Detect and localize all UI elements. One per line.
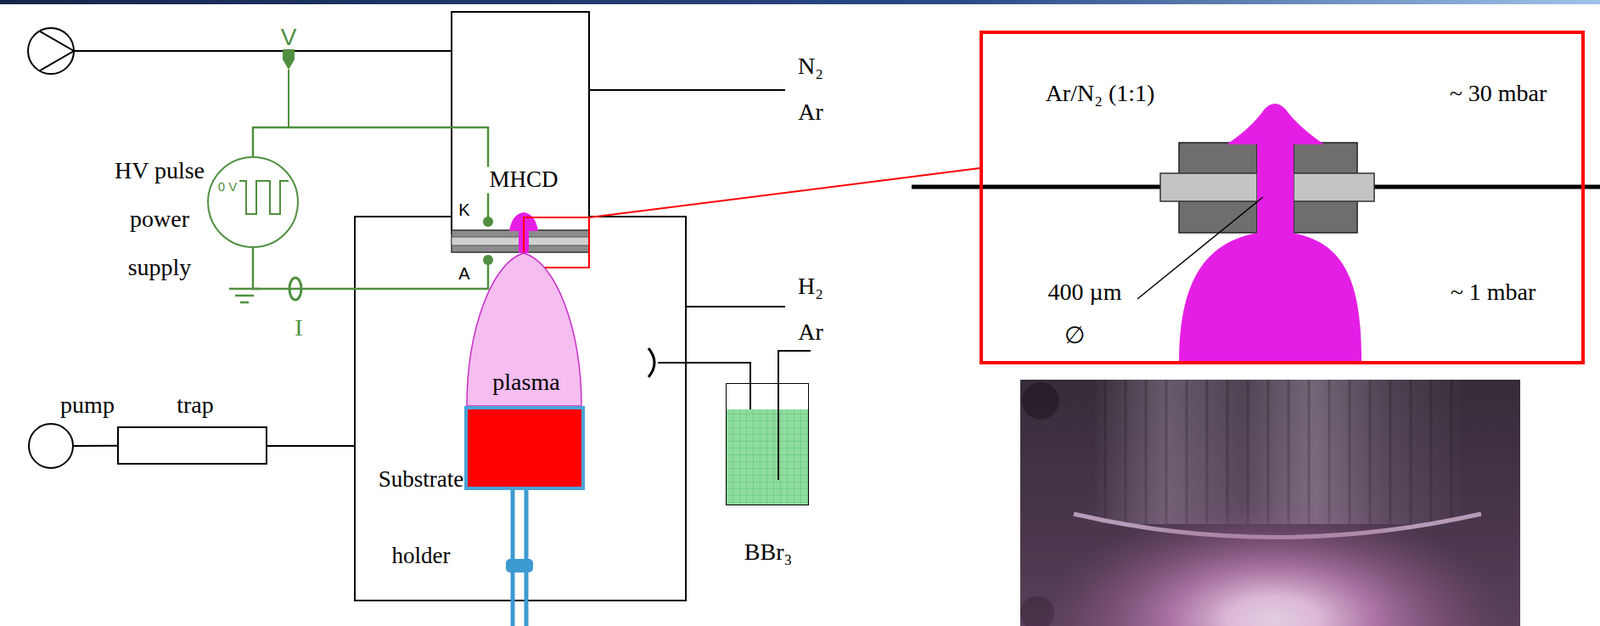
trap-box: trap bbox=[117, 426, 268, 465]
zoom-line bbox=[589, 168, 980, 218]
discharge-glow bbox=[1226, 103, 1325, 145]
probe-wire bbox=[287, 69, 290, 128]
plasma-plume bbox=[1178, 230, 1362, 363]
photo-haze bbox=[1020, 379, 1521, 626]
pump-line bbox=[267, 444, 355, 447]
gas-line bbox=[73, 50, 452, 52]
terminal-dot bbox=[482, 254, 494, 265]
chemical-label: BBr₃ bbox=[744, 538, 792, 566]
trap-label: trap bbox=[176, 391, 214, 419]
electrode bbox=[451, 230, 590, 253]
ground-symbol bbox=[229, 288, 260, 303]
pump-symbol bbox=[39, 31, 75, 72]
terminal-name: A bbox=[458, 263, 470, 284]
voltage-probe bbox=[282, 49, 295, 70]
dielectric bbox=[1160, 173, 1258, 202]
bubbler-bottle: BBr₃ bbox=[725, 382, 809, 506]
gas-mixture: Ar/N₂ (1:1) bbox=[1045, 79, 1156, 107]
dimension-label: 400 µm bbox=[1048, 278, 1123, 306]
leader-line bbox=[1137, 196, 1264, 299]
main-chamber bbox=[354, 216, 686, 601]
cooling-pipe bbox=[512, 489, 527, 626]
gas-name: Ar bbox=[797, 318, 824, 346]
gas-name: N₂ bbox=[797, 52, 824, 80]
pulse-waveform bbox=[239, 180, 289, 214]
voltage-level: 0 V bbox=[218, 179, 238, 194]
plasma-label: plasma bbox=[492, 368, 560, 396]
pipe-line bbox=[73, 444, 118, 447]
pump-circle: pump bbox=[28, 422, 74, 469]
gas-name: H₂ bbox=[797, 272, 824, 300]
ground-wire bbox=[252, 247, 489, 289]
diameter-symbol: ∅ bbox=[1064, 321, 1085, 349]
header-band bbox=[0, 0, 1600, 5]
liquid bbox=[726, 409, 809, 505]
upper-chamber bbox=[451, 11, 590, 234]
pipe-coupling bbox=[505, 558, 534, 573]
gas-name: Ar bbox=[797, 98, 824, 126]
holder-label: Substrate holder bbox=[374, 440, 468, 594]
part-name: MHCD bbox=[485, 166, 562, 193]
hv-wire bbox=[252, 127, 489, 222]
pump-symbol bbox=[28, 28, 74, 74]
dielectric bbox=[1293, 173, 1375, 202]
current-probe bbox=[289, 277, 302, 300]
pressure-label: ~ 1 mbar bbox=[1450, 278, 1537, 306]
gas-line bbox=[589, 89, 786, 91]
photo bbox=[1020, 379, 1521, 626]
terminal-dot bbox=[482, 216, 494, 227]
gas-line bbox=[685, 305, 786, 308]
terminal-name: K bbox=[458, 200, 470, 220]
power-supply-circle: HV pulse power supply0 V bbox=[207, 156, 299, 248]
pump-label: pump bbox=[60, 391, 115, 419]
window bbox=[648, 348, 655, 377]
pressure-label: ~ 30 mbar bbox=[1449, 79, 1548, 107]
signal-name: I bbox=[294, 314, 303, 342]
plasma-outline bbox=[466, 252, 582, 406]
discharge-channel bbox=[1257, 140, 1294, 235]
substrate-holder: Substrate holder bbox=[464, 405, 585, 490]
signal-name: V bbox=[280, 23, 298, 51]
bubbler-tube bbox=[778, 350, 811, 480]
plasma-shape: plasma bbox=[466, 252, 582, 406]
supply-label: HV pulse power supply bbox=[107, 145, 212, 292]
zoom-inset: Ar/N₂ (1:1) ~ 30 mbar 400 µm ∅ ~ 1 mbar bbox=[979, 30, 1585, 365]
